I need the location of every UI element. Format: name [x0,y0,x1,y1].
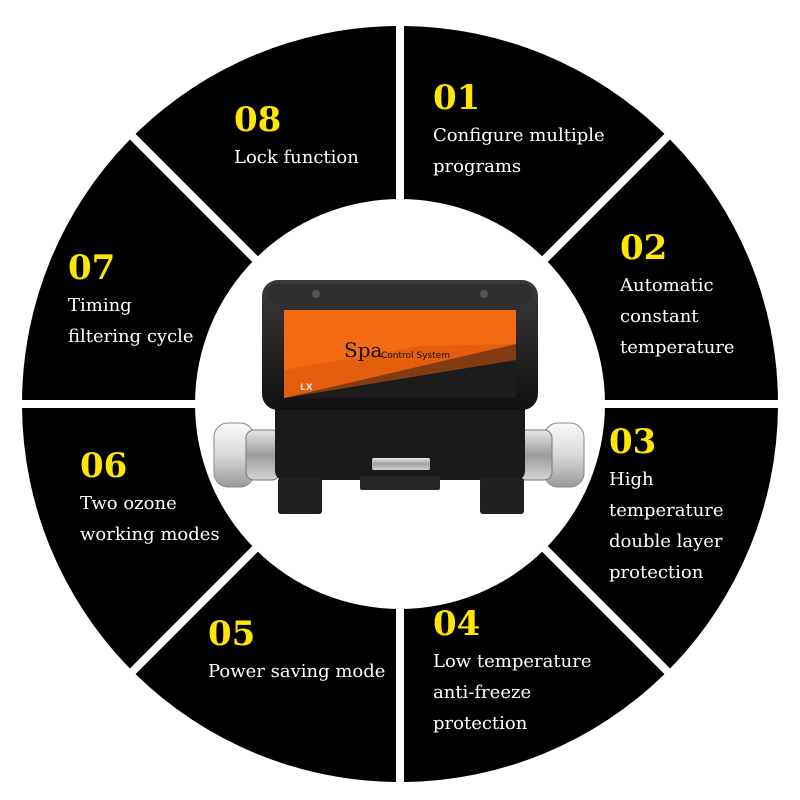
segment-02-text: 02 Automatic constant temperature [620,228,735,363]
segment-number: 05 [208,614,256,654]
segment-number: 07 [68,248,116,288]
segment-07-text: 07 Timing filtering cycle [68,248,194,352]
product-logo: LX [300,383,313,393]
segment-08-text: 08 Lock function [234,100,359,173]
segment-label: Timing filtering cycle [68,295,194,347]
segment-number: 02 [620,228,668,268]
segment-label: High temperature double layer protection [609,469,724,583]
segment-label: Lock function [234,147,359,168]
segment-03-text: 03 High temperature double layer protect… [609,422,724,588]
spa-control-box-image: Spa Control System LX [213,280,585,514]
segment-number: 01 [433,78,481,118]
segment-number: 06 [80,446,128,486]
segment-number: 04 [433,604,481,644]
product-brand-word: Spa [344,338,383,362]
segment-number: 03 [609,422,657,462]
segment-04-text: 04 Low temperature anti-freeze protectio… [433,604,591,739]
product-label-panel: Spa Control System LX [284,310,516,398]
segment-label: Low temperature anti-freeze protection [433,651,592,734]
segment-label: Power saving mode [208,661,386,682]
segment-number: 08 [234,100,282,140]
segment-label: Configure multiple programs [433,125,605,177]
segment-06-text: 06 Two ozone working modes [80,446,220,550]
segment-label: Two ozone working modes [80,493,220,545]
segment-05-text: 05 Power saving mode [208,614,385,687]
product-subtitle: Control System [381,351,450,361]
segment-01-text: 01 Configure multiple programs [433,78,605,182]
segment-label: Automatic constant temperature [620,275,735,358]
